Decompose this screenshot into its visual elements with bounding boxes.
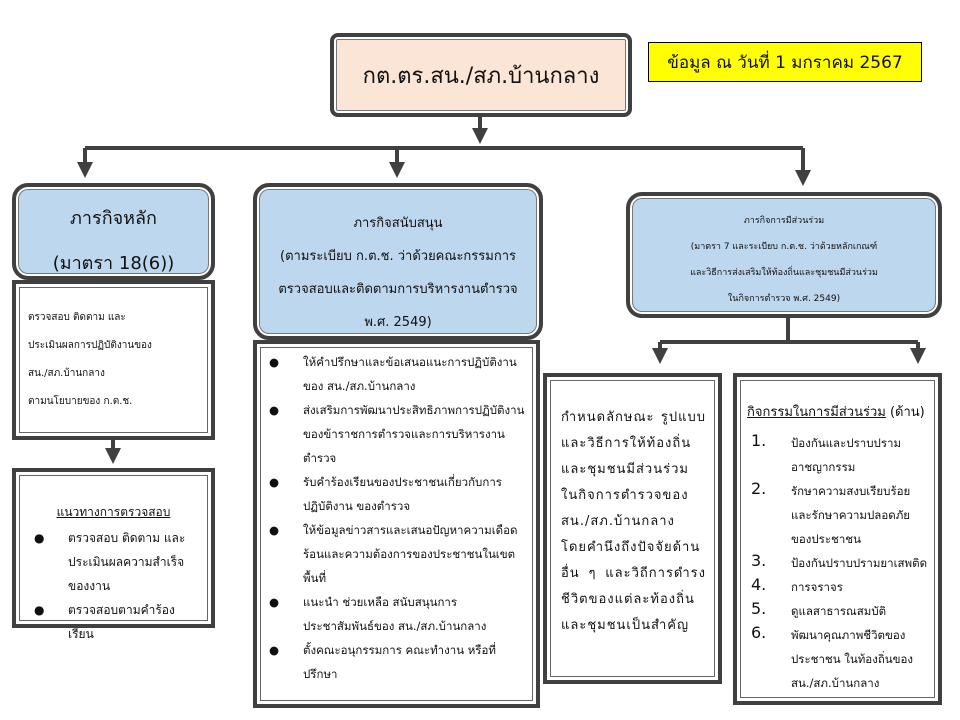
main-mission-box: ภารกิจหลัก (มาตรา 18(6)) — [12, 183, 215, 280]
activity-item: 3.ป้องกันปราบปรามยาเสพติด — [751, 551, 928, 570]
participation-mission-box: ภารกิจการมีส่วนร่วม (มาตรา 7 และระเบียบ … — [626, 192, 942, 318]
activities-heading: กิจกรรมในการมีส่วนร่วม (ด้าน) — [747, 405, 925, 420]
activity-item: 5.ดูแลสาธารณสมบัติ — [751, 599, 887, 618]
bullet-icon: ● — [34, 603, 45, 617]
main-mission-subtitle: (มาตรา 18(6)) — [52, 253, 175, 274]
activity-item: 1.ป้องกันและปราบปรามอาชญากรรม — [751, 431, 902, 474]
bullet-icon: ● — [269, 643, 280, 657]
bullet-icon: ● — [269, 523, 280, 537]
support-item: ●ให้คำปรึกษาและข้อเสนอแนะการปฏิบัติงานขอ… — [263, 350, 526, 398]
guideline-item: ●ตรวจสอบตามคำร้องเรียน — [28, 598, 199, 646]
support-item: ●ตั้งคณะอนุกรรมการ คณะทำงาน หรือที่ปรึกษ… — [263, 638, 526, 686]
support-item: ●รับคำร้องเรียนของประชาชนเกี่ยวกับการปฏิ… — [263, 470, 526, 518]
support-mission-list: ●ให้คำปรึกษาและข้อเสนอแนะการปฏิบัติงานขอ… — [253, 340, 540, 708]
guidelines-box: แนวทางการตรวจสอบ ●ตรวจสอบ ติดตาม และประเ… — [12, 468, 215, 641]
activity-item: 2.รักษาความสงบเรียบร้อยและรักษาความปลอดภ… — [751, 479, 911, 546]
header-title-box: กต.ตร.สน./สภ.บ้านกลาง — [330, 33, 632, 117]
participation-description: กำหนดลักษณะ รูปแบบ และวิธีการให้ท้องถิ่น… — [543, 373, 722, 684]
bullet-icon: ● — [269, 595, 280, 609]
bullet-icon: ● — [269, 355, 280, 369]
support-item: ●ให้ข้อมูลข่าวสารและเสนอปัญหาความเดือดร้… — [263, 518, 526, 590]
main-mission-title: ภารกิจหลัก — [70, 208, 157, 229]
bullet-icon: ● — [34, 531, 45, 545]
support-item: ●ส่งเสริมการพัฒนาประสิทธิภาพการปฏิบัติงา… — [263, 398, 526, 470]
activity-item: 6.พัฒนาคุณภาพชีวิตของประชาชน ในท้องถิ่นข… — [751, 623, 914, 690]
participation-activities: กิจกรรมในการมีส่วนร่วม (ด้าน) 1.ป้องกันแ… — [733, 373, 942, 705]
main-mission-description: ตรวจสอบ ติดตาม และ ประเมินผลการปฏิบัติงา… — [12, 280, 215, 440]
support-item: ●แนะนำ ช่วยเหลือ สนับสนุนการประชาสัมพันธ… — [263, 590, 526, 638]
date-note: ข้อมูล ณ วันที่ 1 มกราคม 2567 — [648, 42, 922, 82]
guidelines-title: แนวทางการตรวจสอบ — [56, 505, 171, 519]
bullet-icon: ● — [269, 403, 280, 417]
activity-item: 4.การจราจร — [751, 575, 843, 594]
header-title: กต.ตร.สน./สภ.บ้านกลาง — [362, 63, 600, 89]
bullet-icon: ● — [269, 475, 280, 489]
support-mission-box: ภารกิจสนับสนุน (ตามระเบียบ ก.ต.ช. ว่าด้ว… — [253, 183, 543, 340]
guideline-item: ●ตรวจสอบ ติดตาม และประเมินผลความสำเร็จขอ… — [28, 526, 199, 598]
